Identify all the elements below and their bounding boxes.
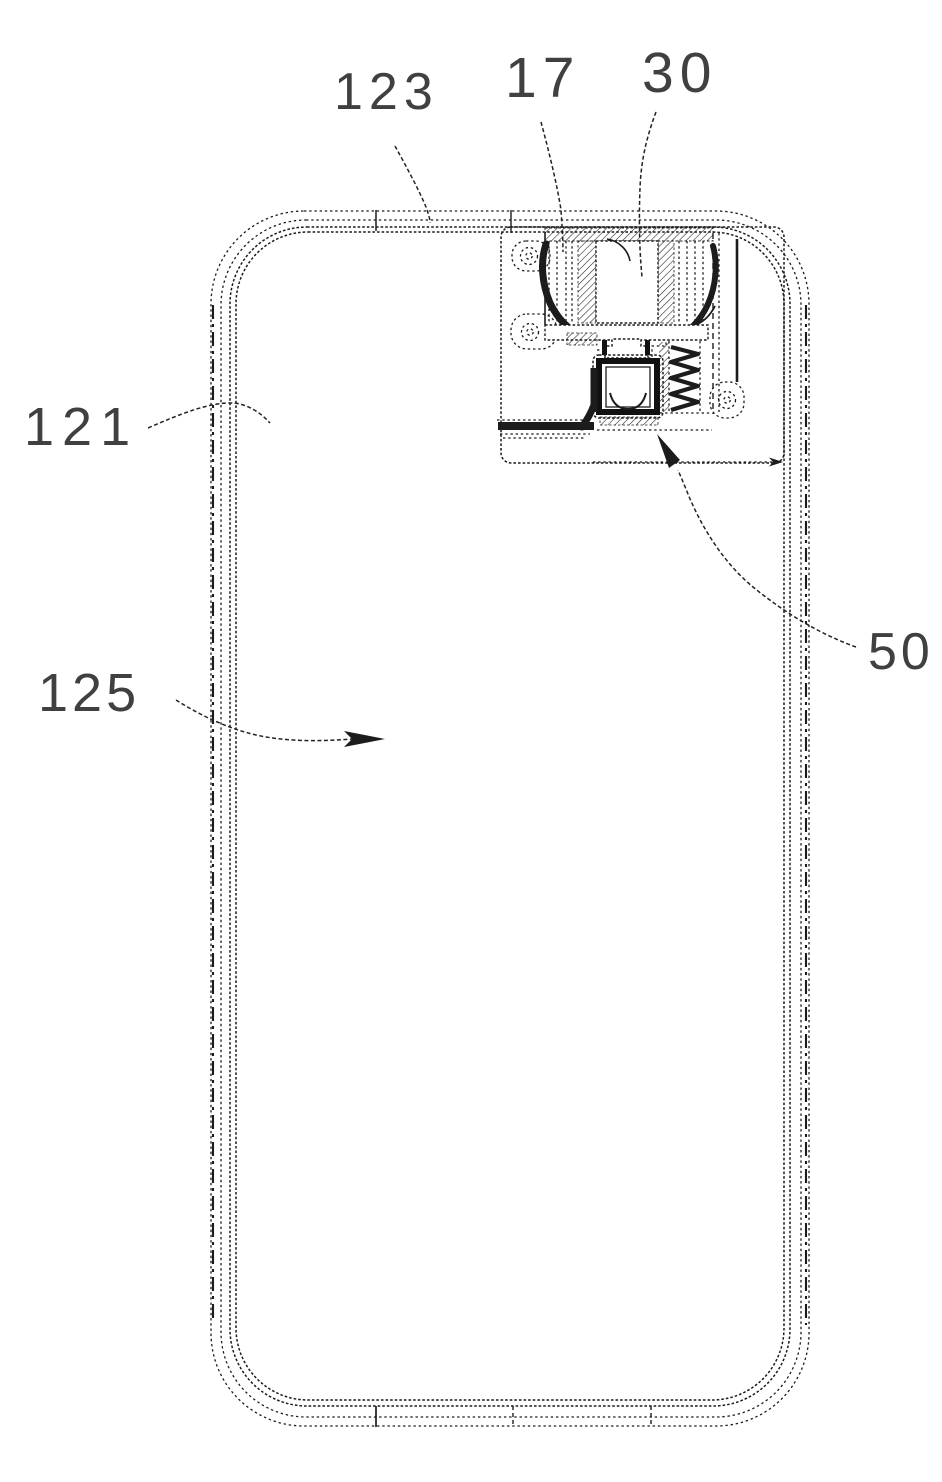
- coil-spring: [659, 341, 712, 414]
- lens-surface-arc: [609, 392, 647, 411]
- ref-label-123: 123: [334, 63, 439, 121]
- device-outline: [210, 210, 810, 1427]
- ref-label-17: 17: [505, 46, 581, 110]
- lens-barrel: [578, 354, 664, 431]
- leader-50: [657, 434, 857, 648]
- screw-lug-top-left: [511, 240, 551, 272]
- leader-17: [540, 121, 564, 253]
- leader-lines: [147, 111, 857, 747]
- lens-stem: [597, 338, 667, 359]
- ref-label-30: 30: [642, 41, 718, 105]
- module-plate: [500, 226, 785, 464]
- bar-hatch-step: [566, 332, 598, 346]
- flex-shield-line: [497, 419, 594, 439]
- bracket-upper: [539, 227, 739, 414]
- leader-125: [175, 699, 385, 747]
- module-lower-edges: [593, 429, 783, 467]
- screw-lug-bottom-right: [709, 381, 745, 419]
- ref-label-121: 121: [24, 397, 139, 457]
- ref-label-50: 50: [868, 623, 934, 681]
- ref-label-125: 125: [38, 663, 141, 723]
- camera-module: [497, 226, 785, 467]
- edge-tick-marks: [375, 210, 652, 1427]
- arrowhead-125: [344, 731, 385, 747]
- leader-30: [638, 111, 657, 278]
- plate-edge-arrow: [769, 457, 783, 467]
- spring-side-hatch: [659, 342, 669, 412]
- screw-lug-mid-left: [510, 313, 558, 350]
- arrowhead-50: [657, 434, 680, 468]
- leader-123: [394, 145, 431, 224]
- leader-121: [147, 402, 271, 429]
